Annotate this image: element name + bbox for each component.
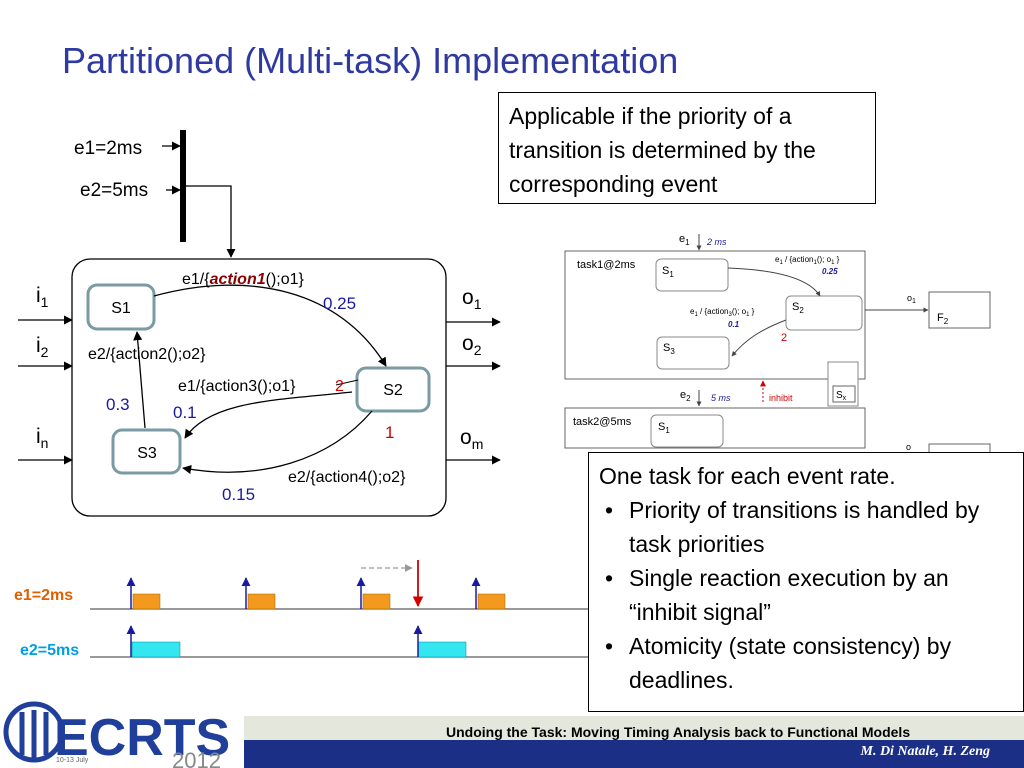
task1-s3 (656, 336, 730, 370)
output-o2: o2 (462, 332, 482, 358)
task1-t1 (727, 267, 821, 297)
timeline: e1=2ms e2=5ms (14, 560, 590, 659)
footer-authors: M. Di Natale, H. Zeng (860, 744, 991, 759)
input-in: in (36, 425, 48, 451)
transition-t3-red: 2 (335, 378, 344, 395)
task1-s1 (655, 258, 729, 292)
task1-s1-label: S1 (662, 265, 674, 279)
transition-s3-s1 (133, 331, 146, 429)
transition-t1-label: e1/{action1();o1} (182, 271, 305, 288)
state-s1 (86, 283, 156, 331)
input-i1: i1 (36, 284, 49, 310)
transition-s3s1-priority: 0.3 (106, 395, 130, 414)
transition-t4-priority: 0.15 (222, 485, 255, 504)
e1-job-1 (132, 593, 161, 610)
output-o1: o1 (462, 286, 482, 312)
transition-t3-priority: 0.1 (173, 403, 197, 422)
state-s1-label: S1 (111, 300, 131, 317)
task1-label: task1@2ms (577, 259, 636, 271)
e1-job-4 (477, 593, 506, 610)
task-e2-label: e2 (680, 389, 691, 403)
task2-label: task2@5ms (573, 416, 632, 428)
transition-s2-s3-e2 (182, 410, 373, 474)
transition-t4-label: e2/{action4();o2} (288, 469, 406, 486)
task1-t1-label: e1 / {action1(); o1 } (775, 255, 840, 266)
timeline-e2-label: e2=5ms (20, 642, 79, 659)
transition-tick (335, 379, 359, 386)
event-e2-label: e2=5ms (80, 180, 148, 201)
event-feed-arrow (186, 185, 236, 258)
task1-s3-label: S3 (663, 342, 675, 356)
timeline-e1-label: e1=2ms (14, 587, 73, 604)
task1-f2-label: F2 (937, 312, 949, 326)
logo-year: 2012 (172, 748, 221, 768)
task1-s2-label: S2 (792, 301, 804, 315)
logo-dates: 10-13 July (56, 757, 89, 764)
output-om: om (460, 426, 483, 452)
note-text: Applicable if the priority of a transiti… (509, 103, 816, 197)
note-box: Applicable if the priority of a transiti… (498, 92, 876, 204)
summary-bullet: Priority of transitions is handled by ta… (605, 493, 1013, 561)
task2-s1 (650, 414, 724, 448)
logo-text: ECRTS (54, 709, 230, 767)
footer-top-bar (244, 716, 1024, 744)
transition-s1-s2 (153, 284, 387, 367)
footer-title: Undoing the Task: Moving Timing Analysis… (446, 724, 911, 740)
event-e1-label: e1=2ms (74, 138, 142, 159)
task-e2-period: 5 ms (711, 393, 731, 403)
sx-inner (832, 385, 856, 403)
summary-bullet: Single reaction execution by an “inhibit… (605, 561, 1013, 629)
transition-t3-label: e1/{action3();o1} (178, 378, 296, 395)
summary-bullets: Priority of transitions is handled by ta… (599, 493, 1013, 697)
task1-t2-red: 2 (781, 332, 787, 344)
transition-t1-priority: 0.25 (323, 294, 356, 313)
task-e1-period: 2 ms (706, 237, 727, 247)
sx-label: Sx (836, 390, 847, 402)
task1-t2-label: e1 / {action3(); o1 } (690, 307, 755, 318)
inhibit-label: inhibit (769, 393, 793, 403)
task1-output-label: o1 (907, 293, 916, 305)
task1-t2-priority: 0.1 (728, 320, 740, 329)
task1-s2 (785, 295, 863, 331)
task2-output-label: o (906, 442, 911, 452)
summary-box: One task for each event rate. Priority o… (588, 452, 1024, 712)
transition-s2-s3-e1 (184, 391, 353, 439)
summary-bullet: Atomicity (state consistency) by deadlin… (605, 629, 1013, 697)
e1-job-2 (247, 593, 276, 610)
task2-s1-label: S1 (658, 421, 670, 435)
state-s3-label: S3 (137, 445, 157, 462)
event-sync-bar (180, 130, 186, 242)
summary-heading: One task for each event rate. (599, 463, 896, 489)
task1-f2 (928, 291, 991, 329)
ecrts-logo: ECRTS 2012 10-13 July (3, 701, 230, 768)
e2-job-1 (131, 641, 181, 658)
input-i2: i2 (36, 334, 49, 360)
state-s2-label: S2 (383, 382, 403, 399)
task1-t1-priority: 0.25 (822, 267, 838, 276)
task-e1-label: e1 (679, 233, 690, 247)
transition-t4-red: 1 (385, 423, 394, 442)
transition-t2-label: e2/{action2();o2} (88, 346, 206, 363)
slide-title: Partitioned (Multi-task) Implementation (62, 40, 679, 81)
state-s2 (355, 366, 431, 413)
e1-job-3 (362, 593, 391, 610)
state-s3 (111, 428, 182, 475)
footer-bottom-bar (244, 740, 1024, 768)
e2-job-2 (417, 641, 467, 658)
task1-t2 (731, 319, 787, 357)
task-diagram: e1 2 ms task1@2ms S1 S2 S3 e1 / {action1… (564, 233, 991, 465)
